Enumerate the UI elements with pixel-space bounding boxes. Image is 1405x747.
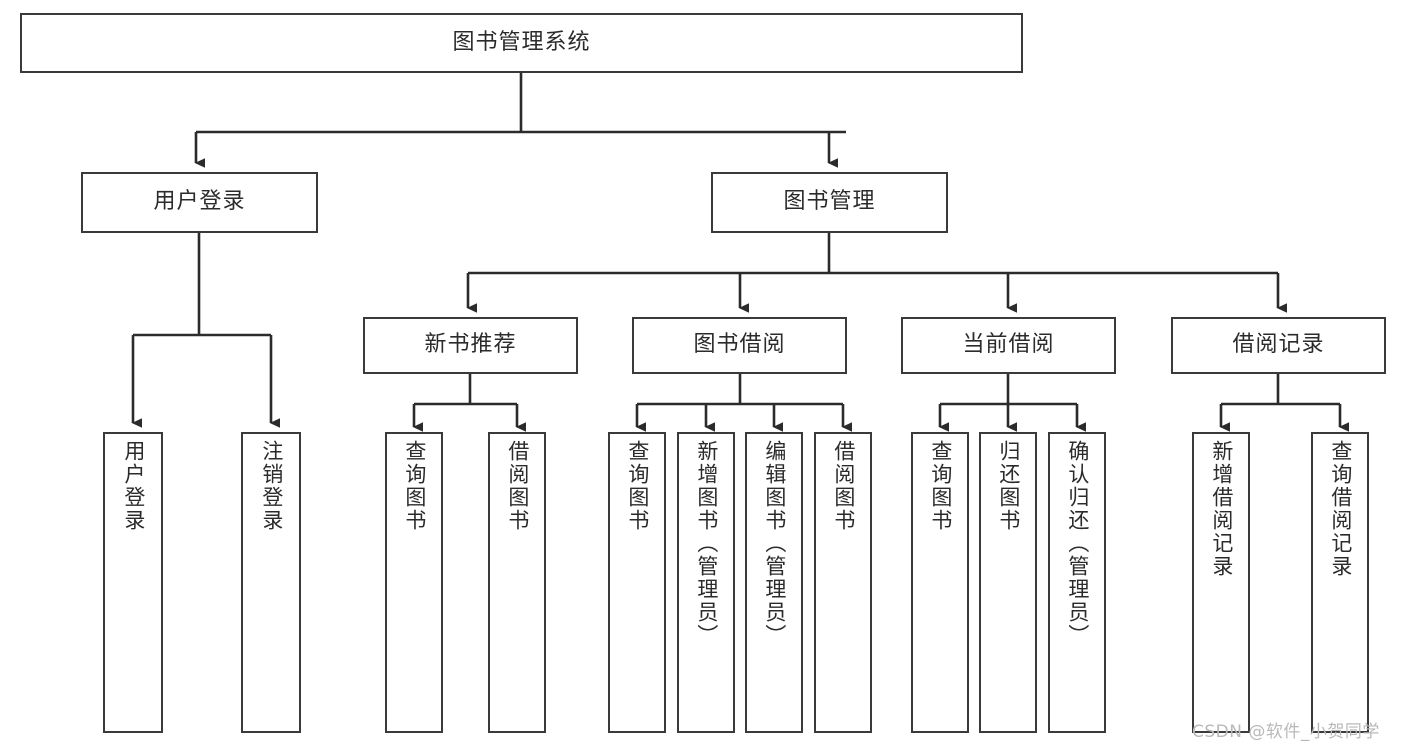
node-current-borrowing[interactable]: 当前借阅 — [901, 317, 1116, 374]
node-book-management[interactable]: 图书管理 — [711, 172, 948, 233]
leaf-label: 编辑图书（管理员） — [762, 440, 787, 647]
node-user-login[interactable]: 用户登录 — [81, 172, 318, 233]
leaf-user-login[interactable]: 用户登录 — [103, 432, 163, 733]
leaf-label: 借阅图书 — [505, 440, 530, 532]
leaf-borrow-query-books[interactable]: 查询图书 — [608, 432, 666, 733]
leaf-label: 查询图书 — [402, 440, 427, 532]
leaf-label: 确认归还（管理员） — [1065, 440, 1090, 647]
node-label: 新书推荐 — [424, 332, 517, 358]
leaf-borrow-borrow-books[interactable]: 借阅图书 — [814, 432, 872, 733]
leaf-newbook-borrow-books[interactable]: 借阅图书 — [488, 432, 546, 733]
node-label: 图书借阅 — [693, 332, 786, 358]
leaf-label: 新增图书（管理员） — [694, 440, 719, 647]
node-new-book-recommendation[interactable]: 新书推荐 — [363, 317, 578, 374]
leaf-label: 查询图书 — [625, 440, 650, 532]
leaf-record-query-borrow-record[interactable]: 查询借阅记录 — [1311, 432, 1369, 733]
leaf-label: 新增借阅记录 — [1209, 440, 1234, 578]
leaf-label: 查询借阅记录 — [1328, 440, 1353, 578]
leaf-label: 查询图书 — [928, 440, 953, 532]
leaf-borrow-add-book-admin[interactable]: 新增图书（管理员） — [677, 432, 735, 733]
node-borrowing-record[interactable]: 借阅记录 — [1171, 317, 1386, 374]
leaf-label: 归还图书 — [996, 440, 1021, 532]
node-label: 图书管理系统 — [452, 29, 591, 55]
leaf-current-query-books[interactable]: 查询图书 — [911, 432, 969, 733]
leaf-label: 注销登录 — [259, 440, 284, 532]
leaf-label: 用户登录 — [121, 440, 146, 532]
leaf-label: 借阅图书 — [831, 440, 856, 532]
leaf-logout[interactable]: 注销登录 — [241, 432, 301, 733]
leaf-current-confirm-return-admin[interactable]: 确认归还（管理员） — [1048, 432, 1106, 733]
node-book-borrowing[interactable]: 图书借阅 — [632, 317, 847, 374]
node-label: 当前借阅 — [962, 332, 1055, 358]
node-root-book-management-system[interactable]: 图书管理系统 — [20, 13, 1023, 73]
leaf-borrow-edit-book-admin[interactable]: 编辑图书（管理员） — [745, 432, 803, 733]
node-label: 图书管理 — [783, 189, 876, 215]
leaf-current-return-books[interactable]: 归还图书 — [979, 432, 1037, 733]
leaf-newbook-query-books[interactable]: 查询图书 — [385, 432, 443, 733]
leaf-record-add-borrow-record[interactable]: 新增借阅记录 — [1192, 432, 1250, 733]
node-label: 借阅记录 — [1232, 332, 1325, 358]
node-label: 用户登录 — [153, 189, 246, 215]
